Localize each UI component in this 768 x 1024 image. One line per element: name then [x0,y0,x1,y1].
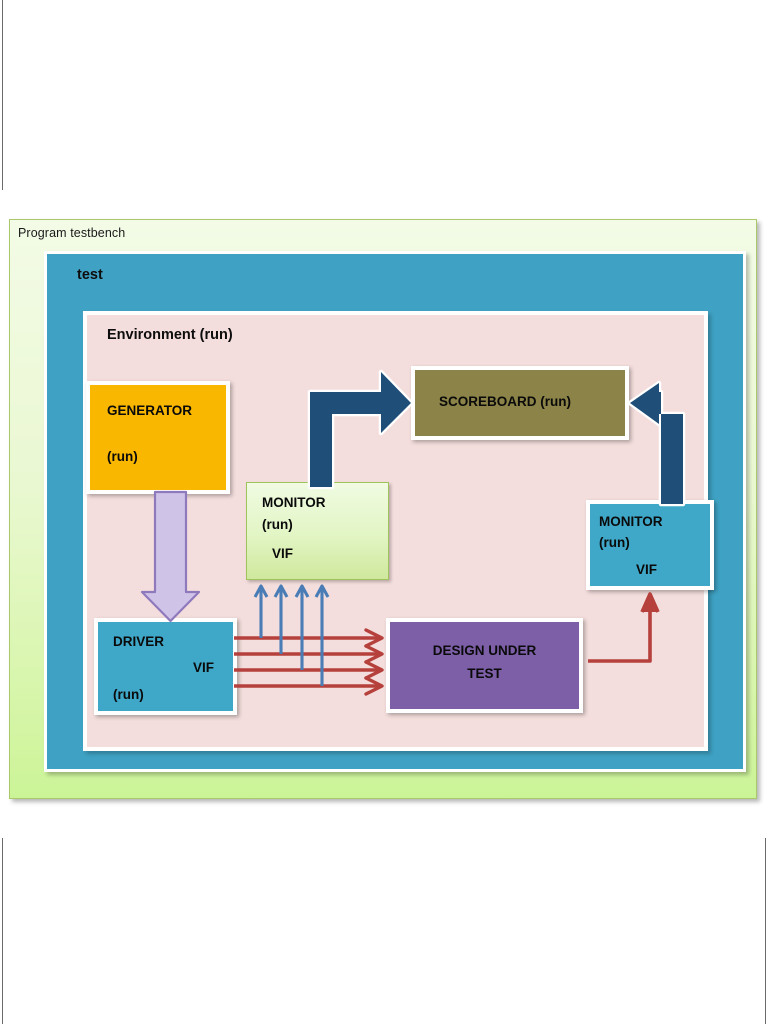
environment-label: Environment (run) [107,327,233,343]
scoreboard-title: SCOREBOARD (run) [439,394,571,409]
page-margin-rule-bottom-right [765,838,766,1024]
driver-title: DRIVER [113,634,165,649]
test-label: test [77,267,103,283]
page-margin-rule-top-left [2,0,3,190]
generator-title: GENERATOR [107,403,193,418]
monitor-left-vif-label: VIF [272,546,294,561]
monitor-left-run-label: (run) [262,517,293,532]
dut-title-line1: DESIGN UNDER [432,643,537,658]
dut-title-line2: TEST [467,666,502,681]
monitor-left-block[interactable]: MONITOR (run) VIF [246,482,389,580]
driver-run-label: (run) [113,687,144,702]
monitor-right-block[interactable]: MONITOR (run) VIF [586,500,714,590]
monitor-left-title: MONITOR [262,495,326,510]
generator-run-label: (run) [107,449,138,464]
monitor-right-run-label: (run) [599,535,630,550]
page-margin-rule-bottom-left [2,838,3,1024]
driver-block[interactable]: DRIVER VIF (run) [94,618,237,715]
scoreboard-block[interactable]: SCOREBOARD (run) [411,366,629,440]
program-testbench-label: Program testbench [18,226,126,240]
design-under-test-block[interactable]: DESIGN UNDER TEST [386,618,583,713]
driver-vif-label: VIF [193,660,215,675]
monitor-right-vif-label: VIF [636,562,658,577]
monitor-right-title: MONITOR [599,514,663,529]
generator-block[interactable]: GENERATOR (run) [86,381,230,494]
